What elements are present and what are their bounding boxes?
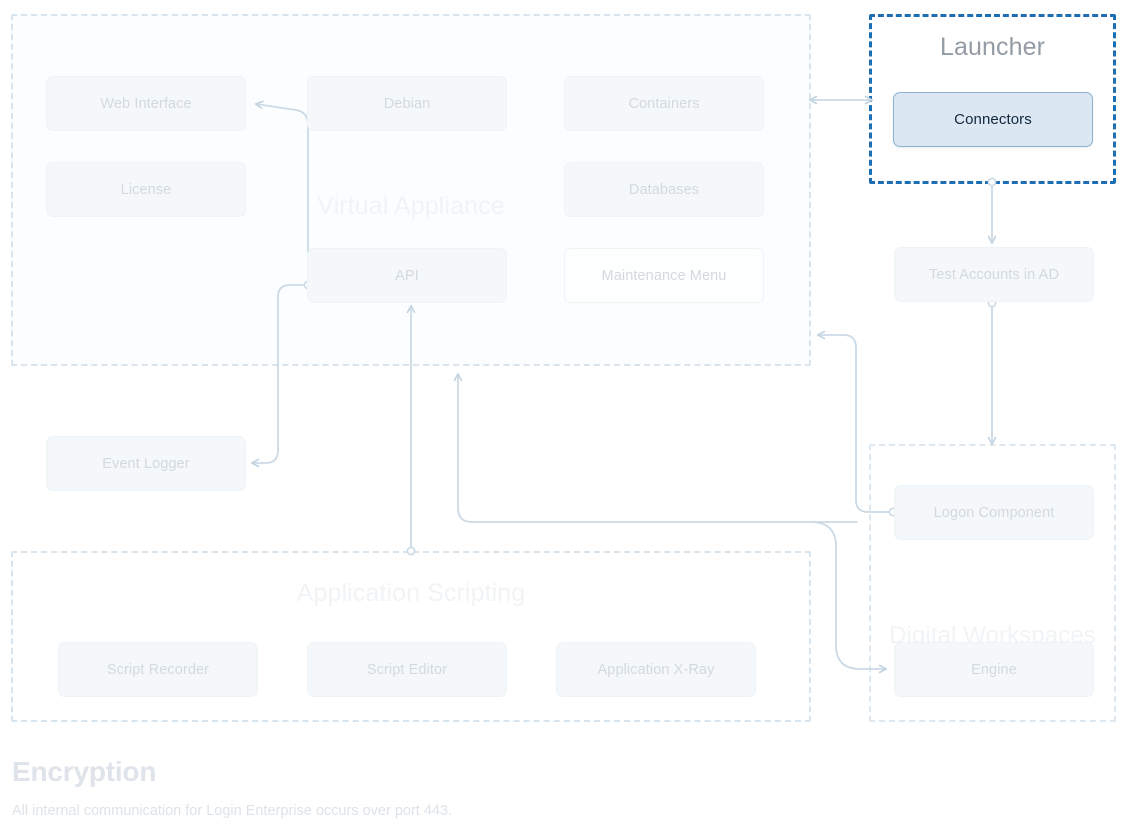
node-label-containers: Containers xyxy=(628,95,700,112)
node-script-recorder[interactable]: Script Recorder xyxy=(58,642,258,697)
node-label-script-editor: Script Editor xyxy=(366,661,448,678)
node-label-logon-component: Logon Component xyxy=(933,504,1055,521)
node-connectors[interactable]: Connectors xyxy=(893,92,1093,147)
node-script-editor[interactable]: Script Editor xyxy=(307,642,507,697)
footer-heading: Encryption xyxy=(12,756,157,787)
node-label-application-xray: Application X-Ray xyxy=(597,661,715,678)
node-label-test-accounts-in-ad: Test Accounts in AD xyxy=(928,266,1060,283)
node-label-script-recorder: Script Recorder xyxy=(106,661,210,678)
node-maintenance-menu[interactable]: Maintenance Menu xyxy=(564,248,764,303)
footer-description: All internal communication for Login Ent… xyxy=(12,803,453,819)
group-title-launcher: Launcher xyxy=(939,33,1046,61)
node-label-maintenance-menu: Maintenance Menu xyxy=(601,267,727,284)
node-logon-component[interactable]: Logon Component xyxy=(894,485,1094,540)
node-label-license: License xyxy=(120,181,172,198)
node-label-web-interface: Web Interface xyxy=(100,95,192,112)
node-label-engine: Engine xyxy=(971,661,1017,678)
node-license[interactable]: License xyxy=(46,162,246,217)
node-event-logger[interactable]: Event Logger xyxy=(46,436,246,491)
node-containers[interactable]: Containers xyxy=(564,76,764,131)
node-debian[interactable]: Debian xyxy=(307,76,507,131)
node-web-interface[interactable]: Web Interface xyxy=(46,76,246,131)
node-label-databases: Databases xyxy=(628,181,700,198)
node-test-accounts-in-ad[interactable]: Test Accounts in AD xyxy=(894,247,1094,302)
node-application-xray[interactable]: Application X-Ray xyxy=(556,642,756,697)
node-api[interactable]: API xyxy=(307,248,507,303)
node-databases[interactable]: Databases xyxy=(564,162,764,217)
node-label-event-logger: Event Logger xyxy=(102,455,190,472)
edge-workspaces-to-appliance-riser xyxy=(453,373,858,523)
group-title-application-scripting: Application Scripting xyxy=(296,579,526,607)
node-label-debian: Debian xyxy=(383,95,431,112)
node-engine[interactable]: Engine xyxy=(894,642,1094,697)
node-label-api: API xyxy=(395,267,419,284)
node-label-connectors: Connectors xyxy=(954,111,1032,128)
